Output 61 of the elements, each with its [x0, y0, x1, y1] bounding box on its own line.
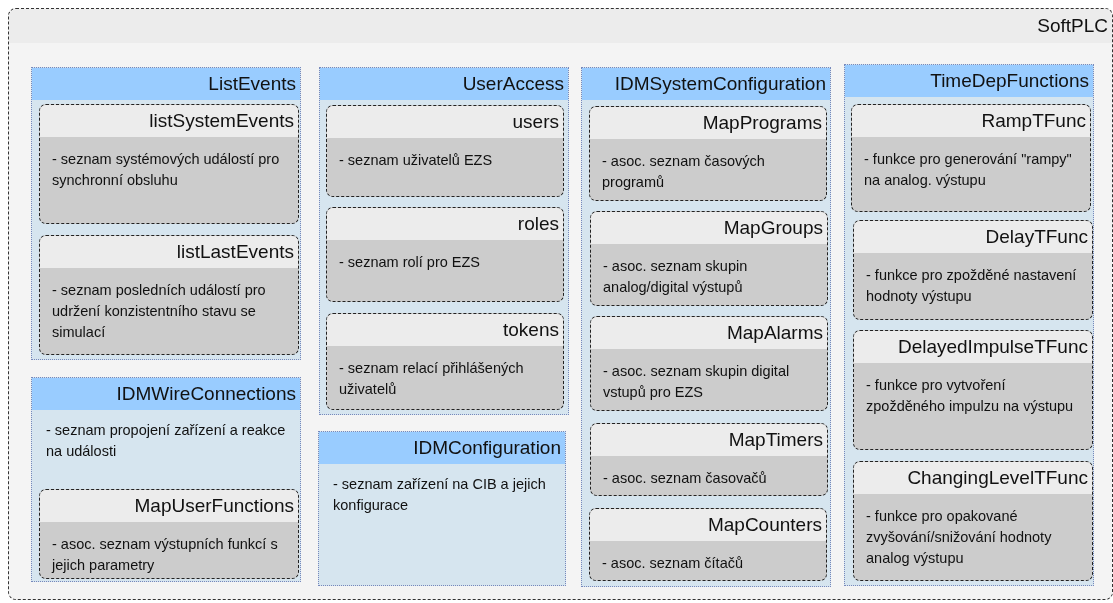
component-box — [39, 489, 299, 579]
component-heading: listLastEvents — [40, 236, 298, 268]
description-text: - funkce pro zpožděné nastavení hodnoty výstupu — [866, 266, 1078, 306]
component-heading: listSystemEvents — [40, 105, 298, 137]
component-box — [590, 316, 828, 411]
group-panel — [581, 67, 831, 587]
component-heading: users — [327, 106, 563, 138]
component-heading: tokens — [327, 314, 563, 346]
description-text: - funkce pro opakované zvyšování/snižování hodnoty analog výstupu — [866, 507, 1053, 568]
description-text: - asoc. seznam skupin analog/digital výstupů — [603, 257, 749, 297]
component-heading: MapAlarms — [591, 317, 827, 349]
description-text: - seznam posledních událostí pro udržení konzistentního stavu se simulací — [52, 281, 267, 342]
component-box — [853, 330, 1093, 450]
description-text: - asoc. seznam skupin digital vstupů pro EZS — [603, 362, 791, 402]
group-panel — [31, 377, 301, 582]
group-heading: TimeDepFunctions — [845, 65, 1093, 97]
description-text: - funkce pro vytvoření zpožděného impulzu na výstupu — [866, 376, 1075, 416]
description-text: - seznam propojení zařízení a reakce na události — [46, 421, 287, 461]
component-box — [39, 104, 299, 224]
component-heading: RampTFunc — [852, 105, 1090, 137]
component-heading: MapCounters — [590, 509, 826, 541]
group-panel — [31, 67, 301, 360]
component-heading: ChangingLevelTFunc — [854, 462, 1092, 494]
container-panel — [8, 8, 1113, 600]
group-heading: SoftPLC — [9, 9, 1112, 43]
component-box — [853, 220, 1093, 320]
description-text: - asoc. seznam čítačů — [602, 554, 745, 573]
description-text: - asoc. seznam časovačů — [603, 469, 768, 488]
component-box — [326, 207, 564, 302]
description-text: - seznam uživatelů EZS — [339, 151, 494, 170]
group-heading: IDMSystemConfiguration — [582, 68, 830, 100]
group-panel — [844, 64, 1094, 586]
component-box — [326, 313, 564, 410]
component-box — [590, 423, 828, 496]
group-panel — [318, 431, 566, 586]
group-heading: ListEvents — [32, 68, 300, 100]
description-text: - seznam systémových událostí pro synchronní obsluhu — [52, 150, 281, 190]
component-heading: MapPrograms — [590, 107, 826, 139]
component-box — [326, 105, 564, 197]
component-heading: MapGroups — [591, 212, 827, 244]
group-heading: IDMConfiguration — [319, 432, 565, 464]
description-text: - seznam rolí pro EZS — [339, 253, 481, 272]
description-text: - seznam relací přihlášených uživatelů — [339, 359, 525, 399]
description-text: - funkce pro generování "rampy" na analog. výstupu — [864, 150, 1073, 190]
group-heading: UserAccess — [320, 68, 568, 100]
component-heading: MapUserFunctions — [40, 490, 298, 522]
component-heading: roles — [327, 208, 563, 240]
component-heading: DelayedImpulseTFunc — [854, 331, 1092, 363]
component-box — [39, 235, 299, 355]
group-heading: IDMWireConnections — [32, 378, 300, 410]
description-text: - seznam zařízení na CIB a jejich konfigurace — [333, 475, 547, 515]
component-box — [589, 508, 827, 581]
component-box — [851, 104, 1091, 212]
component-heading: MapTimers — [591, 424, 827, 456]
component-box — [589, 106, 827, 201]
component-box — [590, 211, 828, 306]
group-panel — [319, 67, 569, 415]
component-box — [853, 461, 1093, 581]
component-heading: DelayTFunc — [854, 221, 1092, 253]
description-text: - asoc. seznam výstupních funkcí s jejich parametry — [52, 535, 279, 575]
description-text: - asoc. seznam časových programů — [602, 152, 766, 192]
